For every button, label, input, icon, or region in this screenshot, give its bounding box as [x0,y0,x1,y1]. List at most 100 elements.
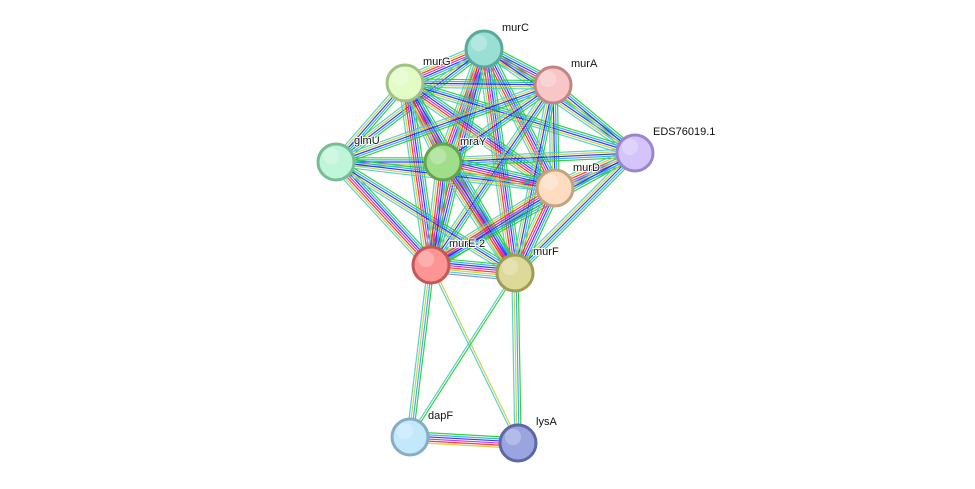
edge-evidence-line [404,82,554,86]
node-label: EDS76019.1 [653,126,715,138]
edge-evidence-line [333,165,514,278]
edge-evidence-line [412,265,435,438]
node-circle[interactable] [498,423,538,463]
node-circle[interactable] [385,63,425,103]
node-circle[interactable] [411,245,451,285]
node-murF[interactable]: murF [495,245,560,293]
edge-murE-2-lysA[interactable] [429,264,520,444]
edge-evidence-line [402,83,430,266]
node-mraY[interactable]: mraY [423,135,488,182]
node-murG[interactable]: murG [385,55,452,103]
node-highlight [541,173,559,191]
node-highlight [501,258,519,276]
edge-evidence-line [335,161,432,266]
node-highlight [621,138,639,156]
node-circle[interactable] [423,142,463,182]
edge-evidence-line [442,84,554,163]
edge-evidence-line [443,157,557,185]
node-circle[interactable] [535,168,575,208]
edge-evidence-line [406,264,429,437]
edge-evidence-line [402,85,553,192]
edge-evidence-line [430,187,556,266]
node-label: mraY [460,136,487,148]
edge-evidence-line [444,155,557,183]
edge-evidence-line [410,273,517,438]
edge-evidence-line [511,149,633,271]
edge-evidence-line [403,86,634,158]
edge-glmU-murF[interactable] [333,157,518,278]
node-circle[interactable] [533,65,573,105]
edge-evidence-line [517,155,639,277]
edge-evidence-line [428,83,552,265]
edge-evidence-line [335,84,554,163]
edge-murF-dapF[interactable] [408,272,517,438]
node-circle[interactable] [464,29,504,69]
edge-evidence-line [334,163,430,267]
edge-evidence-line [335,161,516,274]
node-highlight [391,68,409,86]
edge-evidence-line [441,165,555,193]
edge-evidence-line [444,160,518,273]
node-label: lysA [536,416,557,428]
edge-evidence-line [405,80,636,152]
edge-evidence-line [334,80,552,159]
node-highlight [396,422,414,440]
node-circle[interactable] [390,417,430,457]
node-circle[interactable] [495,253,535,293]
node-label: murG [423,56,451,68]
edge-evidence-line [438,163,512,276]
edge-evidence-line [408,272,515,437]
node-highlight [470,34,488,52]
node-murA[interactable]: murA [533,57,599,105]
edge-evidence-line [434,192,559,271]
edge-murA-mraY[interactable] [440,81,556,166]
edge-evidence-line [447,158,521,270]
edge-evidence-line [334,163,515,276]
node-label: dapF [428,410,453,422]
edge-mraY-murF[interactable] [437,158,521,277]
node-murD[interactable]: murD [535,161,601,208]
edge-evidence-line [405,78,554,82]
node-murE-2[interactable]: murE-2 [411,237,486,285]
edge-evidence-line [404,84,553,88]
edge-murE-2-dapF[interactable] [406,264,435,438]
edge-murA-glmU[interactable] [334,80,555,167]
node-lysA[interactable]: lysA [498,415,558,463]
edge-evidence-line [515,272,520,443]
node-highlight [504,428,522,446]
edge-evidence-line [335,82,553,161]
node-label: murC [502,22,529,34]
node-label: murE-2 [449,238,485,250]
node-highlight [429,147,447,165]
edge-evidence-line [410,265,433,438]
edge-evidence-line [516,154,637,275]
edge-evidence-line [332,164,429,269]
edge-evidence-line [513,273,518,444]
node-dapF[interactable]: dapF [390,409,454,457]
edge-evidence-line [442,161,516,274]
node-murC[interactable]: murC [464,21,530,69]
edge-murG-EDS76019.1[interactable] [403,78,637,158]
edge-evidence-line [442,148,635,159]
edge-evidence-line [511,273,516,444]
edge-evidence-line [483,48,556,189]
node-EDS76019.1[interactable]: EDS76019.1 [615,125,716,173]
edge-evidence-line [431,264,520,443]
edge-evidence-line [440,81,551,160]
edge-murD-murE-2[interactable] [427,182,559,271]
node-circle[interactable] [615,133,655,173]
edge-evidence-line [441,82,553,161]
node-label: murD [573,162,600,174]
node-highlight [417,250,435,268]
node-circle[interactable] [316,142,356,182]
edge-murF-lysA[interactable] [511,272,522,444]
edge-evidence-line [336,159,517,272]
node-glmU[interactable]: glmU [316,134,381,182]
nodes-layer: murC murG murA EDS76019.1 glmU mraY murD murE-2… [316,21,716,463]
edge-evidence-line [443,86,555,165]
edge-evidence-line [442,150,635,161]
edge-evidence-line [513,151,634,272]
edge-evidence-line [485,47,558,188]
edge-EDS76019.1-murF[interactable] [511,149,639,277]
